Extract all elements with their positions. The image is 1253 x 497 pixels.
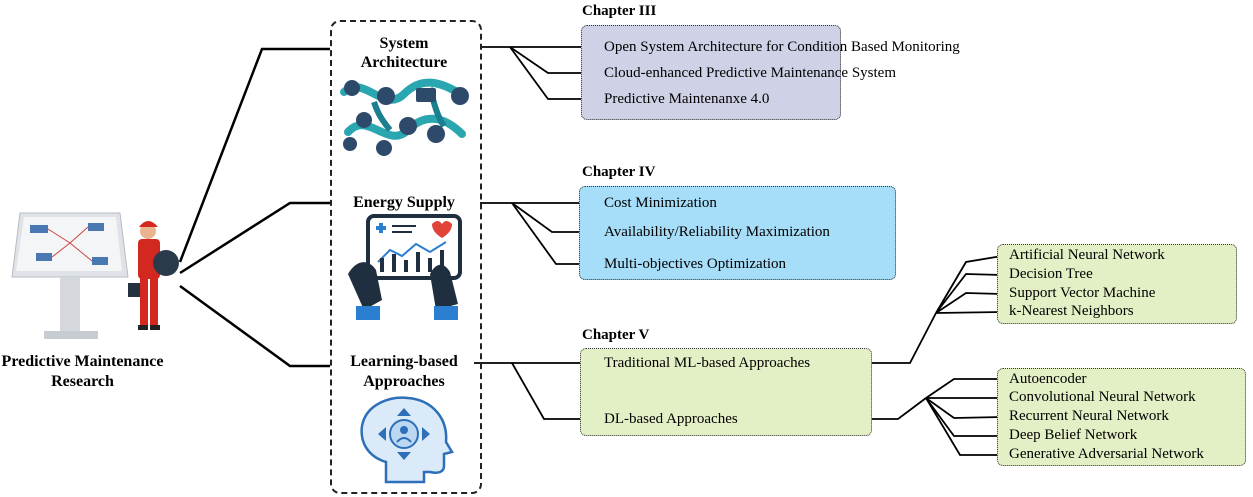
root-title: Predictive Maintenance Research — [1, 353, 164, 390]
chapter-3-title: Chapter III — [582, 3, 657, 19]
dl-method-5: Generative Adversarial Network — [1009, 446, 1204, 462]
chapter-3-item-2: Cloud-enhanced Predictive Maintenance Sy… — [604, 65, 896, 81]
dl-method-3: Recurrent Neural Network — [1009, 408, 1169, 424]
connector-root-learning — [179, 284, 330, 368]
dl-methods-box — [997, 368, 1246, 466]
chapter-4-item-1: Cost Minimization — [604, 195, 717, 211]
category-learning-based: Learning-based Approaches — [350, 353, 458, 390]
ml-method-3: Support Vector Machine — [1009, 285, 1156, 301]
dl-method-1: Autoencoder — [1009, 371, 1087, 387]
chapter-3-box — [581, 25, 841, 120]
technician-at-touchscreen-icon — [11, 212, 179, 339]
dl-method-2: Convolutional Neural Network — [1009, 389, 1196, 405]
ml-method-2: Decision Tree — [1009, 266, 1093, 282]
dashboard-touch-icon — [348, 214, 462, 320]
chapter-3-item-1: Open System Architecture for Condition B… — [604, 39, 960, 55]
chapter-4-item-3: Multi-objectives Optimization — [604, 256, 787, 272]
connector-root-system — [178, 47, 330, 263]
chapter-5-box — [580, 348, 872, 436]
chapter-5-item-1: Traditional ML-based Approaches — [604, 355, 811, 371]
connector-root-energy — [179, 201, 330, 275]
category-system-architecture: System Architecture — [360, 35, 448, 71]
dl-method-4: Deep Belief Network — [1009, 427, 1138, 443]
root-node: Predictive Maintenance Research — [0, 205, 200, 390]
chapter-5-item-2: DL-based Approaches — [604, 411, 738, 427]
chapter-5-title: Chapter V — [582, 327, 650, 343]
ml-methods-box — [997, 244, 1237, 324]
chapter-3-item-3: Predictive Maintenanxe 4.0 — [604, 91, 770, 107]
category-column — [330, 20, 482, 494]
ml-method-1: Artificial Neural Network — [1009, 247, 1165, 263]
chapter-4-box — [579, 186, 896, 280]
head-with-arrows-icon — [360, 396, 454, 484]
ml-method-4: k-Nearest Neighbors — [1009, 303, 1134, 319]
network-nodes-icon — [340, 78, 469, 156]
chapter-4-title: Chapter IV — [582, 164, 656, 180]
category-energy-supply: Energy Supply — [353, 194, 455, 211]
chapter-4-item-2: Availability/Reliability Maximization — [604, 224, 830, 240]
